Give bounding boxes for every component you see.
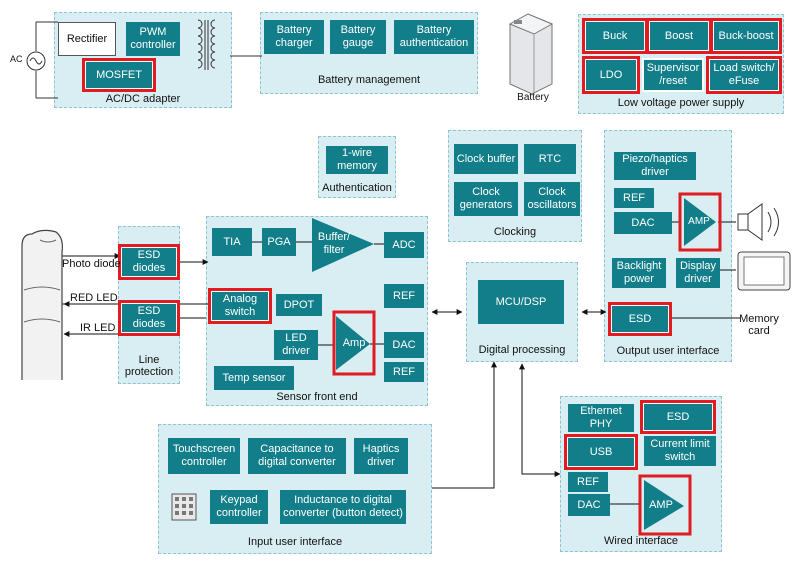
red-led-label: RED LED — [70, 292, 118, 304]
pga-block: PGA — [262, 228, 296, 256]
clocking-label: Clocking — [493, 226, 537, 238]
pwm-controller-block: PWM controller — [126, 22, 180, 56]
output-esd-block: ESD — [608, 302, 672, 336]
adc-block: ADC — [384, 232, 424, 258]
capacitance-to-digital-block: Capacitance to digital converter — [248, 438, 346, 474]
battery-label: Battery — [517, 92, 549, 103]
authentication-label: Authentication — [322, 182, 392, 194]
clock-oscillators-block: Clock oscillators — [524, 182, 580, 216]
rtc-block: RTC — [524, 144, 576, 174]
line-protection-label: Line protection — [124, 354, 174, 378]
input-ui-label: Input user interface — [247, 536, 343, 548]
output-ref-block: REF — [614, 188, 654, 208]
output-ui-label: Output user interface — [616, 345, 720, 357]
ac-dc-adapter-label: AC/DC adapter — [105, 93, 181, 105]
buffer-filter-label: Buffer/ filter — [317, 231, 351, 256]
wired-amp-label: AMP — [649, 499, 673, 511]
battery-management-label: Battery management — [317, 74, 421, 86]
one-wire-memory-block: 1-wire memory — [326, 146, 388, 174]
led-driver-block: LED driver — [274, 330, 318, 360]
haptics-driver-block: Haptics driver — [354, 438, 408, 474]
display-driver-block: Display driver — [676, 258, 720, 288]
wired-esd-block: ESD — [640, 400, 716, 434]
mosfet-block: MOSFET — [82, 58, 156, 92]
piezo-haptics-driver-block: Piezo/haptics driver — [614, 152, 696, 180]
output-amp-label: AMP — [688, 216, 710, 227]
keypad-controller-block: Keypad controller — [210, 490, 268, 524]
memory-card-label: Memory card — [739, 313, 779, 337]
ldo-block: LDO — [582, 56, 640, 94]
sensor-buffer-triangle — [312, 218, 374, 272]
sensor-front-end-label: Sensor front end — [276, 391, 358, 403]
clock-generators-block: Clock generators — [454, 182, 518, 216]
inductance-to-digital-block: Inductance to digital converter (button … — [280, 490, 406, 524]
sensor-ref-bottom-block: REF — [384, 362, 424, 382]
speaker-icon — [737, 203, 779, 241]
backlight-power-block: Backlight power — [612, 258, 666, 288]
display-icon — [737, 251, 791, 291]
battery-charger-block: Battery charger — [264, 20, 324, 54]
photo-diode-label: Photo diode — [62, 258, 121, 270]
load-switch-efuse-block: Load switch/ eFuse — [706, 56, 782, 94]
wired-ref-block: REF — [568, 472, 608, 492]
sensor-amp-label: Amp — [342, 337, 366, 349]
esd-diodes-top-block: ESD diodes — [118, 244, 180, 280]
battery-gauge-block: Battery gauge — [330, 20, 386, 54]
finger-illustration — [21, 229, 63, 380]
sensor-dac-block: DAC — [384, 332, 424, 358]
buck-boost-block: Buck-boost — [710, 18, 782, 54]
esd-diodes-bottom-block: ESD diodes — [118, 300, 180, 336]
sensor-ref-top-block: REF — [384, 284, 424, 308]
digital-processing-label: Digital processing — [478, 344, 566, 356]
wired-interface-label: Wired interface — [604, 535, 678, 547]
battery-authentication-block: Battery authentication — [394, 20, 474, 54]
output-dac-block: DAC — [614, 212, 672, 234]
wired-amp-triangle — [644, 480, 684, 530]
output-amp-triangle — [684, 198, 716, 246]
low-voltage-supply-label: Low voltage power supply — [617, 97, 745, 109]
ac-label: AC — [10, 54, 23, 64]
ac-source-symbol — [26, 21, 58, 99]
touchscreen-controller-block: Touchscreen controller — [168, 438, 240, 474]
current-limit-switch-block: Current limit switch — [644, 436, 716, 466]
transformer-symbol — [197, 19, 216, 70]
usb-block: USB — [564, 434, 638, 470]
boost-block: Boost — [646, 18, 712, 54]
temp-sensor-block: Temp sensor — [214, 366, 294, 390]
ir-led-label: IR LED — [80, 322, 116, 334]
battery-icon — [508, 13, 554, 95]
supervisor-reset-block: Supervisor /reset — [642, 58, 704, 92]
tia-block: TIA — [212, 228, 252, 256]
mcu-dsp-block: MCU/DSP — [478, 280, 564, 324]
wired-dac-block: DAC — [568, 494, 610, 516]
rectifier-block: Rectifier — [58, 22, 116, 56]
keypad-icon — [171, 493, 197, 521]
dpot-block: DPOT — [276, 294, 322, 316]
sensor-amp-triangle — [336, 316, 370, 370]
ethernet-phy-block: Ethernet PHY — [568, 404, 634, 432]
analog-switch-block: Analog switch — [208, 288, 272, 324]
buck-block: Buck — [582, 18, 648, 54]
clock-buffer-block: Clock buffer — [454, 144, 518, 174]
